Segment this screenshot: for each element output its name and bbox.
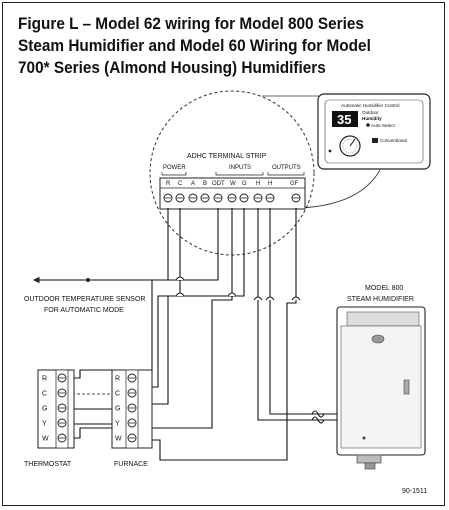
strip-terminal-label: W — [230, 181, 236, 187]
thermostat-terminal-label: C — [42, 391, 47, 398]
strip-terminal-label: B — [203, 181, 207, 187]
strip-terminal-label: C — [178, 181, 183, 187]
furnace-terminal-label: G — [115, 406, 120, 413]
strip-terminal-label: G — [242, 181, 247, 187]
humidifier-logo — [371, 334, 385, 344]
figure-code: 90-1511 — [402, 488, 427, 495]
figure-title-line-1: Figure L – Model 62 wiring for Model 800… — [18, 15, 364, 33]
control-display — [332, 111, 358, 127]
control-autoselect-label: Auto-Select — [371, 123, 395, 128]
outdoor-sensor: OUTDOOR TEMPERATURE SENSOR FOR AUTOMATIC… — [24, 278, 145, 314]
humidifier-label-line-2: STEAM HUMIDIFIER — [347, 296, 414, 303]
control-conventional-label: Conventional — [380, 138, 407, 143]
sensor-label-line-2: FOR AUTOMATIC MODE — [44, 307, 124, 314]
humidifier-label-line-1: MODEL 800 — [365, 285, 403, 292]
sensor-label-line-1: OUTDOOR TEMPERATURE SENSOR — [24, 296, 145, 303]
strip-terminal-label: R — [166, 181, 171, 187]
terminal-strip: ADHC TERMINAL STRIP POWER INPUTS OUTPUTS… — [159, 153, 306, 210]
wire-hops — [175, 276, 301, 301]
strip-terminal-label: A — [191, 181, 195, 187]
thermostat-label: THERMOSTAT — [24, 461, 72, 468]
autoselect-indicator — [366, 123, 370, 127]
strip-terminal-label: GF — [290, 181, 299, 187]
control-outdoor-label: Outdoor — [362, 110, 379, 115]
thermostat-terminal-label: Y — [42, 421, 47, 428]
control-heading: Automatic Humidifier Control — [341, 103, 399, 108]
humidifier-control-unit: Automatic Humidifier Control 35 Outdoor … — [317, 93, 431, 170]
humidifier-drain — [356, 454, 382, 464]
furnace-terminal-label: W — [115, 436, 122, 443]
figure-title-line-3: 700* Series (Almond Housing) Humidifiers — [18, 59, 326, 77]
zoom-connector-curve — [299, 169, 381, 209]
strip-terminal-label: ODT — [212, 181, 225, 187]
terminal-strip-title: ADHC TERMINAL STRIP — [187, 153, 267, 160]
furnace-label: FURNACE — [114, 461, 148, 468]
outputs-group-label: OUTPUTS — [272, 165, 301, 171]
wiring — [32, 208, 360, 461]
steam-humidifier: MODEL 800 STEAM HUMIDIFIER — [336, 285, 426, 470]
strip-terminal-label: H — [268, 181, 272, 187]
thermostat-terminal-label: R — [42, 376, 47, 383]
thermostat-terminal-label: G — [42, 406, 47, 413]
power-group-label: POWER — [163, 165, 186, 171]
status-led — [328, 149, 332, 153]
control-display-value: 35 — [337, 112, 351, 127]
strip-terminal-label: H — [256, 181, 260, 187]
thermostat-block: R C G Y W THERMOSTAT — [24, 369, 75, 468]
conventional-indicator — [372, 138, 378, 143]
thermostat-terminal-label: W — [42, 436, 49, 443]
figure-title-line-2: Steam Humidifier and Model 60 Wiring for… — [18, 37, 371, 55]
furnace-terminal-label: R — [115, 376, 120, 383]
figure-frame — [2, 2, 445, 506]
control-humidity-label: Humidity — [362, 116, 382, 121]
furnace-terminal-label: Y — [115, 421, 120, 428]
furnace-terminal-label: C — [115, 391, 120, 398]
inputs-group-label: INPUTS — [229, 165, 251, 171]
furnace-block: R C G Y W FURNACE — [111, 369, 153, 468]
humidifier-handle — [403, 379, 410, 395]
